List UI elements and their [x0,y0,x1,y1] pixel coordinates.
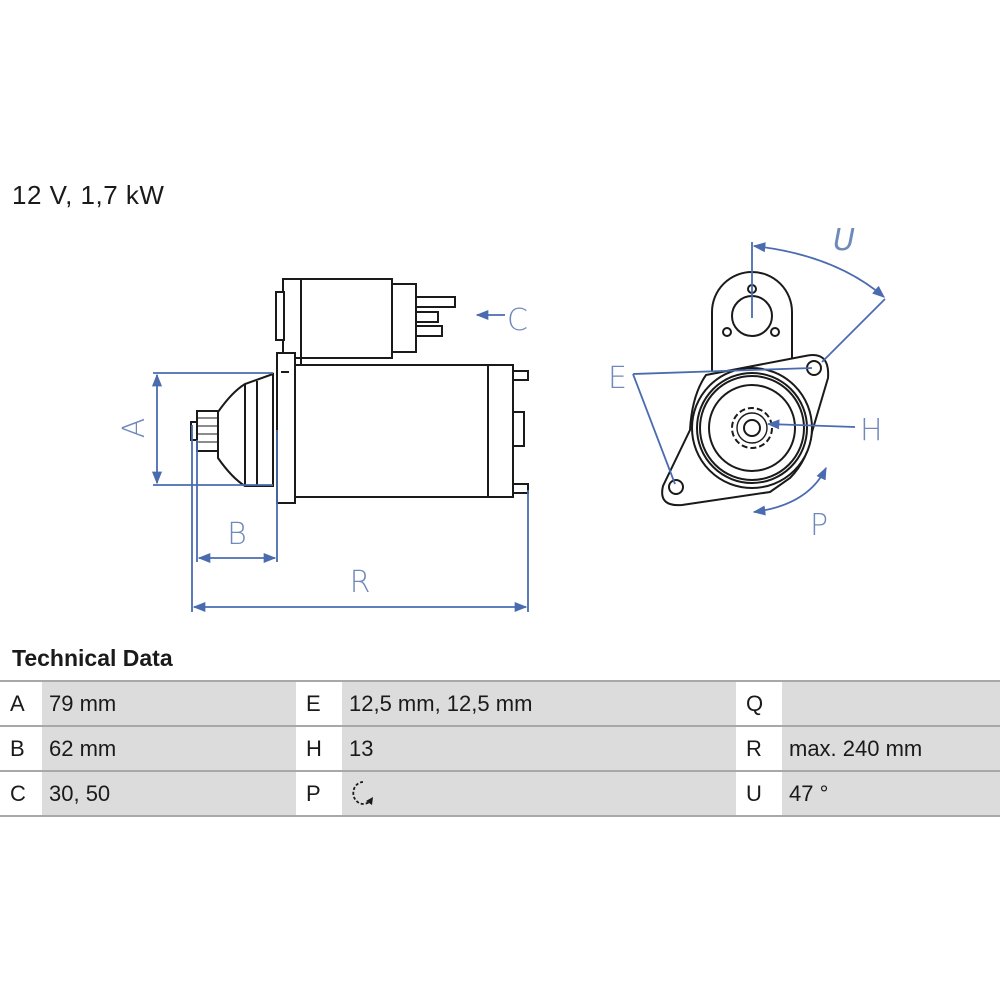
table-row: C 30, 50 P U 47 ° [0,770,1000,817]
mounting-flange [276,352,296,504]
label-c: C [507,303,528,338]
side-dimensions [151,309,529,613]
label-h: H [860,413,883,448]
technical-data-table: A 79 mm E 12,5 mm, 12,5 mm Q B 62 mm H 1… [0,680,1000,817]
label-a: A [117,418,152,439]
key: B [0,725,42,772]
side-view [190,278,529,504]
key: U [736,770,782,817]
key: H [296,725,342,772]
value: 13 [342,725,736,772]
label-b: B [227,517,247,552]
value: 47 ° [782,770,1000,817]
key: Q [736,680,782,727]
pinion [196,410,219,452]
solenoid [282,278,393,359]
value [782,680,1000,727]
key: E [296,680,342,727]
front-view [661,271,830,507]
value [342,770,736,817]
key: C [0,770,42,817]
value: 30, 50 [42,770,296,817]
key: P [296,770,342,817]
label-p: P [810,508,828,543]
table-row: B 62 mm H 13 R max. 240 mm [0,725,1000,772]
end-cap [487,364,514,498]
technical-data-heading: Technical Data [12,645,173,671]
solenoid-cap [391,283,417,353]
motor-body [294,364,489,498]
product-title: 12 V, 1,7 kW [12,180,165,210]
label-e: E [608,361,627,396]
starter-motor-diagram: A B R C U E H P [117,223,886,613]
terminal [415,296,456,308]
key: R [736,725,782,772]
table-row: A 79 mm E 12,5 mm, 12,5 mm Q [0,680,1000,727]
front-dimensions [632,242,886,516]
value: 12,5 mm, 12,5 mm [342,680,736,727]
label-u: U [833,223,855,258]
value: 62 mm [42,725,296,772]
value: max. 240 mm [782,725,1000,772]
clockwise-rotation-icon [352,780,373,805]
key: A [0,680,42,727]
label-r: R [350,565,371,600]
value: 79 mm [42,680,296,727]
